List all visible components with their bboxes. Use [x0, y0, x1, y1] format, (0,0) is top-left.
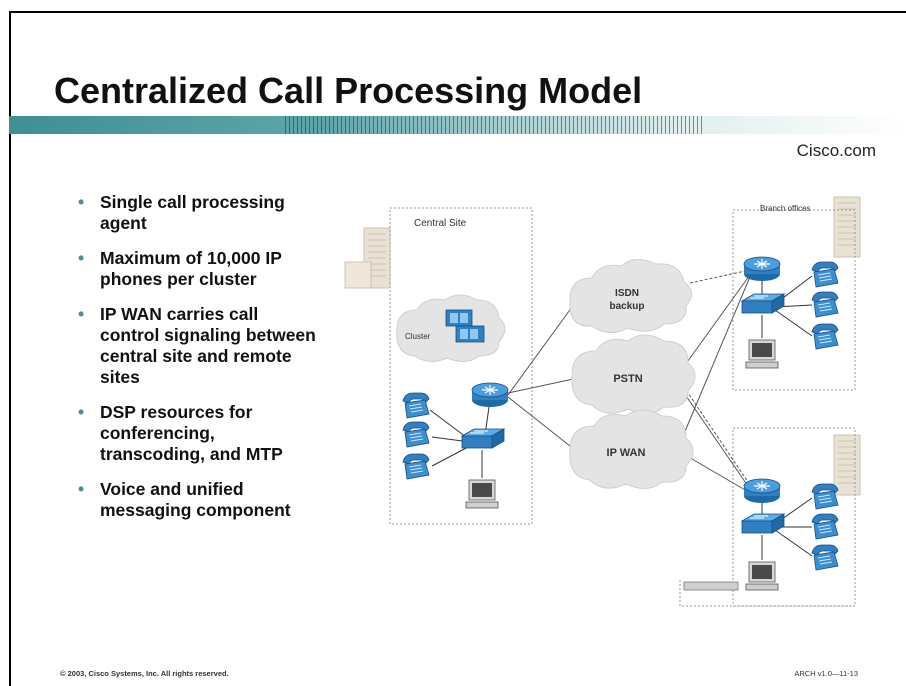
- branch-pc-icon: [745, 561, 779, 591]
- bullet-item: • IP WAN carries call control signaling b…: [78, 304, 318, 388]
- ip-phone-icon: [402, 392, 430, 419]
- branch-switch-icon: [741, 293, 785, 314]
- bullet-dot-icon: •: [78, 479, 85, 499]
- ip-phone-icon: [402, 453, 430, 480]
- isdn-cloud-label: backup: [609, 301, 644, 312]
- branch-router-icon: [743, 478, 781, 504]
- central-pc-icon: [465, 479, 499, 509]
- bullet-text: DSP resources for conferencing, transcod…: [100, 402, 283, 464]
- ip-phone-icon: [811, 291, 839, 318]
- branch-building-icon: [833, 434, 861, 496]
- ip-phone-icon: [811, 513, 839, 540]
- ip-phone-icon: [811, 261, 839, 288]
- ip-phone-icon: [811, 544, 839, 571]
- pstn-cloud-icon: PSTN: [571, 334, 696, 414]
- partial-pc-icon: [683, 581, 739, 591]
- central-switch-icon: [461, 428, 505, 449]
- bullet-item: • Voice and unified messaging component: [78, 479, 318, 521]
- ip-phone-icon: [811, 483, 839, 510]
- branch-office-box: [732, 209, 856, 391]
- bullet-dot-icon: •: [78, 304, 85, 324]
- ip-wan-cloud-icon: IP WAN: [569, 409, 694, 489]
- central-site-label: Central Site: [414, 218, 467, 229]
- central-building-icon: [344, 227, 391, 289]
- isdn-backup-cloud-icon: ISDN backup: [569, 259, 692, 333]
- bullet-item: • DSP resources for conferencing, transco…: [78, 402, 318, 465]
- brand-label: Cisco.com: [796, 141, 876, 160]
- central-router-icon: [471, 382, 509, 408]
- slide-border-top: [9, 11, 906, 13]
- bullet-dot-icon: •: [78, 192, 85, 212]
- slide-title: Centralized Call Processing Model: [54, 70, 643, 111]
- ip-phone-icon: [402, 421, 430, 448]
- bullet-item: • Single call processing agent: [78, 192, 318, 234]
- branch-building-icon: [833, 196, 861, 258]
- bullet-text: Single call processing agent: [100, 192, 285, 233]
- footer-code: ARCH v1.0—11-13: [794, 669, 858, 678]
- title-bar-ticks: [285, 116, 705, 134]
- ip-phone-icon: [811, 323, 839, 350]
- central-site-box: [389, 207, 533, 525]
- slide-border-left: [9, 11, 11, 686]
- bullet-item: • Maximum of 10,000 IP phones per cluster: [78, 248, 318, 290]
- bullet-text: IP WAN carries call control signaling be…: [100, 304, 316, 387]
- branch-pc-icon: [745, 339, 779, 369]
- branch-router-icon: [743, 256, 781, 282]
- footer-copyright: © 2003, Cisco Systems, Inc. All rights r…: [60, 669, 229, 678]
- ipwan-cloud-label: IP WAN: [607, 447, 646, 459]
- bullet-dot-icon: •: [78, 248, 85, 268]
- cluster-label: Cluster: [405, 332, 431, 341]
- bullet-text: Maximum of 10,000 IP phones per cluster: [100, 248, 282, 289]
- bullet-list: • Single call processing agent • Maximum o…: [78, 192, 318, 535]
- branch-switch-icon: [741, 513, 785, 534]
- isdn-cloud-label: ISDN: [615, 288, 639, 299]
- branch-offices-label: Branch offices: [760, 204, 811, 213]
- bullet-dot-icon: •: [78, 402, 85, 422]
- bullet-text: Voice and unified messaging component: [100, 479, 291, 520]
- pstn-cloud-label: PSTN: [613, 373, 642, 385]
- call-manager-server-icon: [445, 309, 485, 343]
- cluster-cloud-icon: Cluster: [396, 294, 506, 362]
- wan-links: [507, 269, 753, 495]
- branch-extension-line: [679, 580, 855, 607]
